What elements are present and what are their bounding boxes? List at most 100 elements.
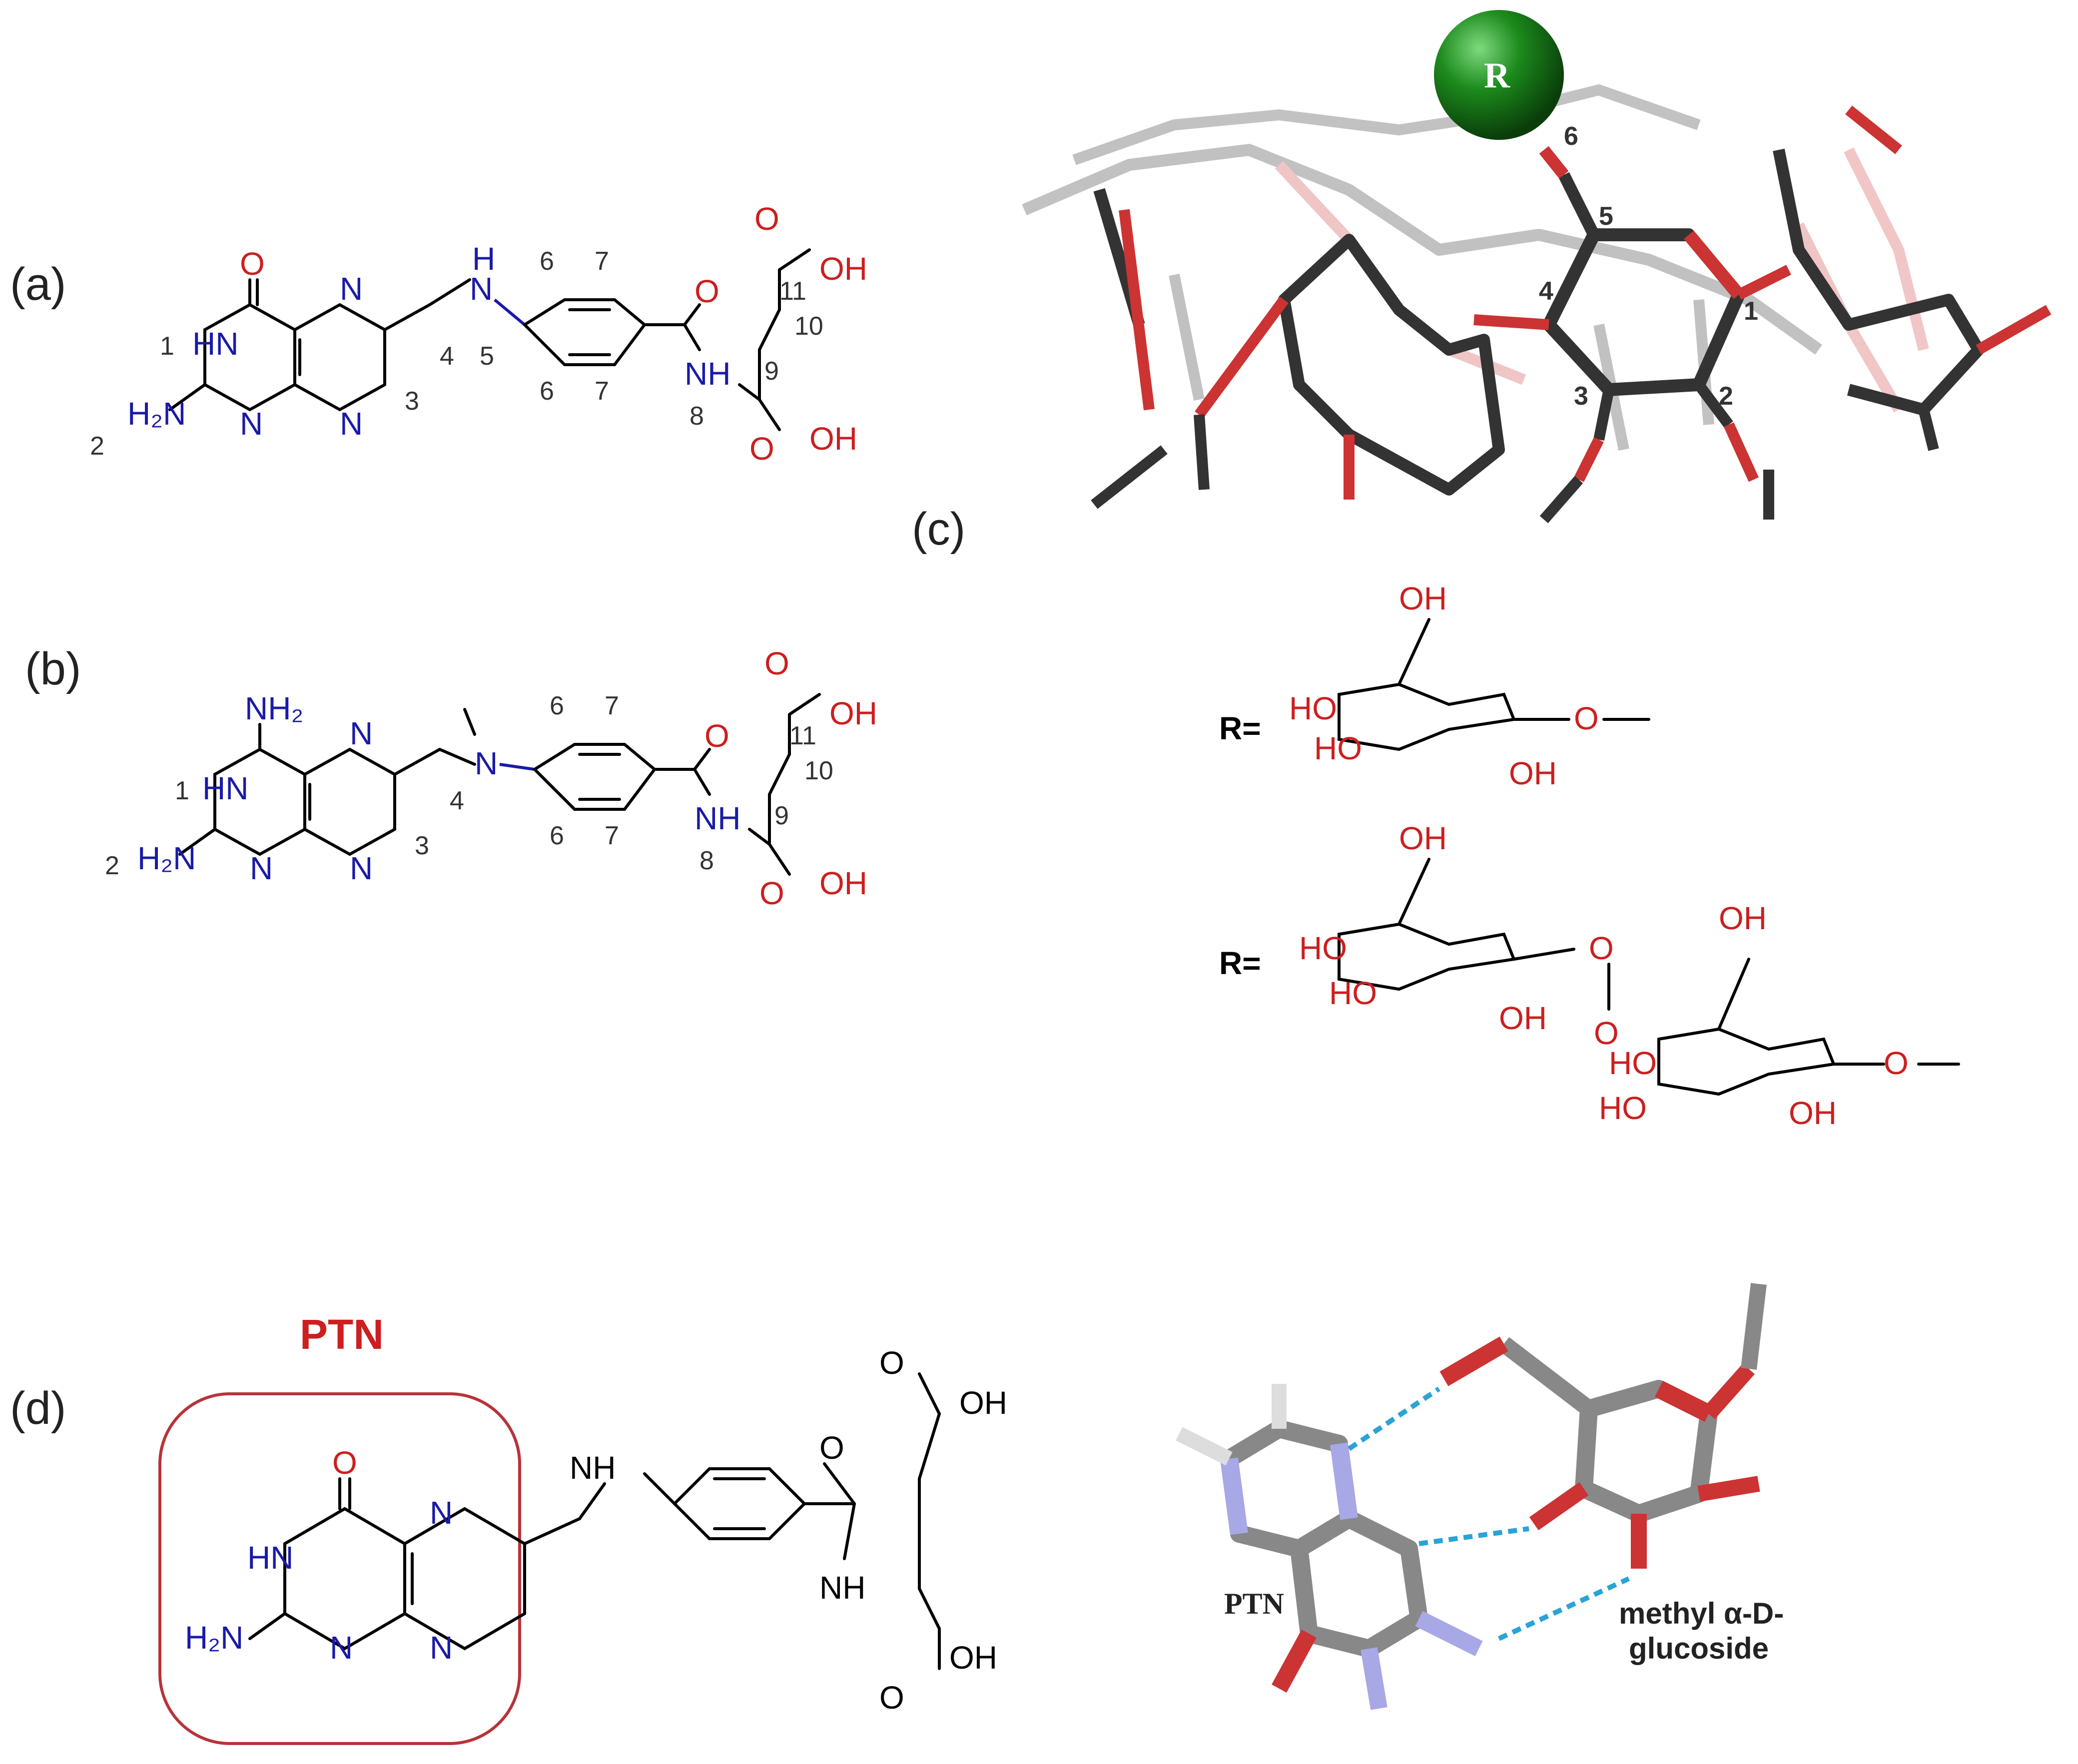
panel-a-label: (a) <box>10 259 66 310</box>
pos-num-9: 9 <box>774 801 789 830</box>
ptn-ch2 <box>523 1517 581 1545</box>
ptn-atom-hn: HN <box>247 1540 293 1576</box>
amide-cn <box>683 323 701 351</box>
ptn-atom-oh9: OH <box>949 1640 997 1676</box>
ptn-title: PTN <box>300 1311 384 1358</box>
ring-num-1: 1 <box>1744 297 1758 326</box>
pos-num-4: 4 <box>450 786 464 815</box>
atom-hn1: HN <box>192 326 238 362</box>
r1-oh-top: OH <box>1399 581 1447 616</box>
alpha-bond <box>738 383 761 401</box>
ptn-pyrazine-ring <box>403 1507 526 1651</box>
ring-num-2: 2 <box>1719 382 1733 411</box>
r1-ho-2: HO <box>1314 730 1362 766</box>
pos-num-8: 8 <box>699 846 714 875</box>
pos-num-8: 8 <box>690 402 704 431</box>
amine-bond <box>178 828 216 856</box>
amide-cn <box>693 768 711 796</box>
ptn-atom-n-c: N <box>430 1630 453 1666</box>
atom-h2n: H₂N <box>127 396 186 432</box>
r2-ho-4: HO <box>1599 1090 1647 1126</box>
ptn-chain-2 <box>918 1412 941 1480</box>
methylene-bond <box>383 303 431 331</box>
ptn-pyrimidine-ring <box>283 1507 406 1651</box>
pos-num-10: 10 <box>794 312 823 341</box>
ptn-highlight-box <box>158 1392 521 1745</box>
r2-oh-bottom-2: OH <box>1789 1095 1837 1131</box>
ptn-atom-h2n: H₂N <box>185 1620 243 1656</box>
ptn-c-o <box>823 1462 856 1505</box>
ptn-atom-nh-amide: NH <box>819 1570 865 1606</box>
r2-link-1 <box>1512 948 1575 961</box>
atom-h2n: H₂N <box>137 840 196 876</box>
r2-o-link-2: O <box>1594 1015 1619 1051</box>
alpha-bond <box>748 828 771 846</box>
r2-o-link-1: O <box>1589 930 1614 966</box>
r1-o-link: O <box>1574 700 1599 736</box>
atom-oh9: OH <box>819 865 867 901</box>
cooh9-bond <box>758 398 781 431</box>
pyrazine-ring <box>303 747 396 856</box>
panel-d-model: PTN methyl α-D- glucoside <box>1176 1283 1784 1710</box>
r1-ch2-bond <box>1397 618 1430 686</box>
r2-oh-top-2: OH <box>1719 900 1767 936</box>
panel-c-label: (c) <box>912 504 965 555</box>
cooh-bond <box>778 248 811 271</box>
pos-num-3: 3 <box>405 387 419 416</box>
r2-ch2-bond-2 <box>1717 958 1750 1031</box>
atom-o-keto: O <box>240 246 265 282</box>
ptn-atom-n-a: N <box>330 1630 353 1666</box>
atom-o-amide: O <box>694 273 719 309</box>
r2-o-link-3: O <box>1884 1045 1909 1081</box>
ring-num-3: 3 <box>1574 382 1588 411</box>
atom-oh11: OH <box>819 251 867 287</box>
ptn-atom-o9: O <box>879 1680 904 1716</box>
ring-num-5: 5 <box>1599 202 1613 231</box>
atom-o9: O <box>749 431 774 467</box>
pos-num-1: 1 <box>160 332 174 361</box>
amide-co <box>683 303 701 326</box>
pos-num-6a: 6 <box>550 691 564 720</box>
r-definition-2: R= OH HO HO OH O O OH HO HO OH O <box>1219 820 1960 1131</box>
pos-num-6a: 6 <box>540 247 554 276</box>
atom-n-pyr1: N <box>250 850 273 886</box>
atom-n-pyr2: N <box>350 715 373 751</box>
atom-hn1: HN <box>202 770 248 806</box>
r2-ch2-bond-1 <box>1397 858 1430 926</box>
atom-n-pyr2: N <box>340 271 363 307</box>
r2-oh-bottom-1: OH <box>1499 1000 1547 1036</box>
n5-bond <box>499 763 535 771</box>
atom-n5: N <box>475 745 498 781</box>
r1-oh-bottom: OH <box>1509 755 1557 791</box>
atom-nh2-top: NH₂ <box>245 690 303 726</box>
atom-o11: O <box>754 201 779 237</box>
r1-ho-1: HO <box>1289 690 1337 726</box>
r1-prefix: R= <box>1219 710 1261 746</box>
atom-o11: O <box>764 645 789 681</box>
r-group-sphere <box>1434 10 1564 140</box>
atom-h5: H <box>472 241 495 277</box>
glucose-unit-left <box>1091 188 1505 509</box>
panel-a: (a) O HN H₂N N N N N H O NH O <box>10 201 867 467</box>
panel-b: (b) NH₂ HN H₂N N N N N O NH O OH O OH <box>25 643 877 911</box>
pos-num-2: 2 <box>90 432 104 461</box>
atom-n5: N <box>470 271 493 307</box>
glucose-unit-front <box>1473 146 1791 524</box>
pos-num-6b: 6 <box>550 821 564 850</box>
pos-num-11: 11 <box>789 721 816 750</box>
atom-o-amide: O <box>704 718 729 754</box>
pos-num-11: 11 <box>779 277 806 306</box>
r2-ho-3: HO <box>1609 1045 1657 1081</box>
pos-num-4: 4 <box>440 342 454 371</box>
ptn-alpha <box>918 1587 941 1630</box>
panel-d-label: (d) <box>10 1383 66 1434</box>
model-label-ptn: PTN <box>1224 1587 1284 1620</box>
r-sphere-label: R <box>1484 55 1510 95</box>
ptn-ch2-n <box>578 1482 606 1520</box>
atom-o9: O <box>759 875 784 911</box>
r1-sugar-ring <box>1338 682 1516 751</box>
chain-bond-2 <box>768 753 791 796</box>
methylene-bond-2 <box>438 748 476 766</box>
amine-bond <box>168 383 206 411</box>
